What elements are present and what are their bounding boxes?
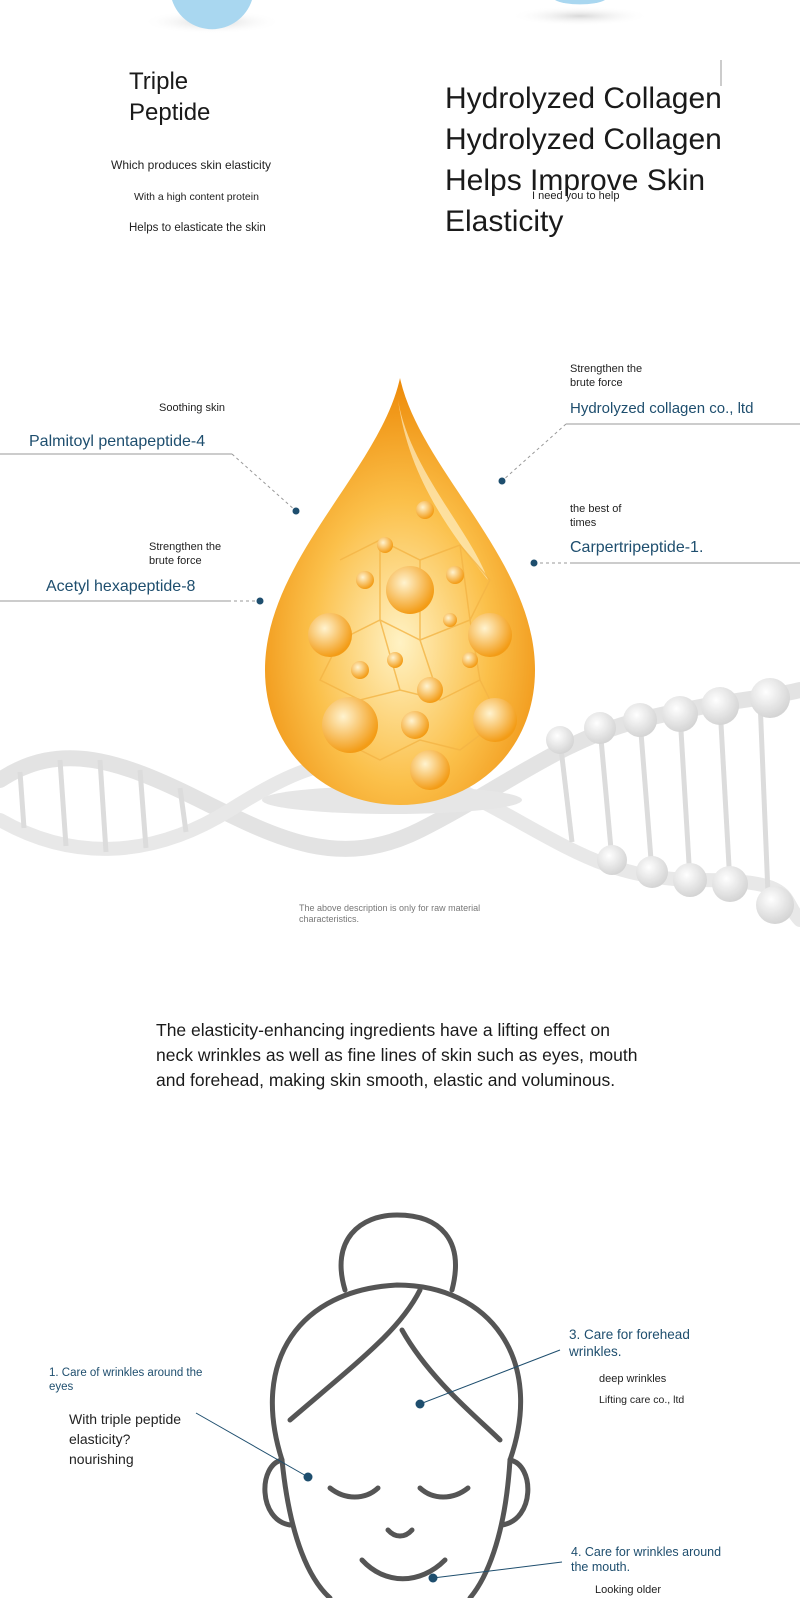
left-line-3: Helps to elasticate the skin xyxy=(129,222,266,234)
forehead-line-1: deep wrinkles xyxy=(599,1373,667,1385)
right-note: I need you to help xyxy=(532,190,620,202)
carper-caption: the best of times xyxy=(570,503,622,529)
face-illustration xyxy=(262,1212,531,1598)
eyes-care-label: 1. Care of wrinkles around the eyes xyxy=(49,1367,203,1393)
disclaimer: The above description is only for raw ma… xyxy=(299,903,481,924)
sphere-right xyxy=(555,0,605,5)
face-leader-lines xyxy=(195,1349,563,1579)
left-line-2: With a high content protein xyxy=(134,191,259,203)
leader-dots xyxy=(256,477,538,605)
mouth-care-label: 4. Care for wrinkles around the mouth. xyxy=(571,1545,722,1574)
acetyl-name: Acetyl hexapeptide-8 xyxy=(46,578,196,595)
acetyl-caption: Strengthen the brute force xyxy=(149,541,222,567)
forehead-care-label: 3. Care for forehead wrinkles. xyxy=(569,1327,690,1359)
eyes-care-text: With triple peptide elasticity? nourishi… xyxy=(69,1411,182,1467)
palmitoyl-name: Palmitoyl pentapeptide-4 xyxy=(29,433,206,450)
mouth-line-1: Looking older xyxy=(595,1584,662,1596)
hydrolyzed-name: Hydrolyzed collagen co., ltd xyxy=(570,400,754,417)
carper-name: Carpertripeptide-1. xyxy=(570,539,704,556)
right-line-4: Elasticity xyxy=(445,205,564,238)
sphere-shadow-right xyxy=(510,6,650,26)
triple-peptide-title: Triple Peptide xyxy=(129,68,211,126)
face-dots xyxy=(303,1399,438,1583)
forehead-line-2: Lifting care co., ltd xyxy=(599,1394,685,1406)
palmitoyl-caption: Soothing skin xyxy=(159,402,226,414)
description-paragraph: The elasticity-enhancing ingredients hav… xyxy=(156,1020,638,1090)
leader-lines xyxy=(0,423,800,602)
right-line-2: Hydrolyzed Collagen xyxy=(445,123,722,156)
sphere-left xyxy=(172,0,252,30)
serum-drop-graphic xyxy=(262,378,535,814)
left-line-1: Which produces skin elasticity xyxy=(111,158,272,172)
right-line-3: Helps Improve Skin xyxy=(445,164,706,197)
dna-helix-graphic xyxy=(0,678,800,927)
right-line-1: Hydrolyzed Collagen xyxy=(445,82,722,115)
hydrolyzed-caption: Strengthen the brute force xyxy=(570,363,643,389)
